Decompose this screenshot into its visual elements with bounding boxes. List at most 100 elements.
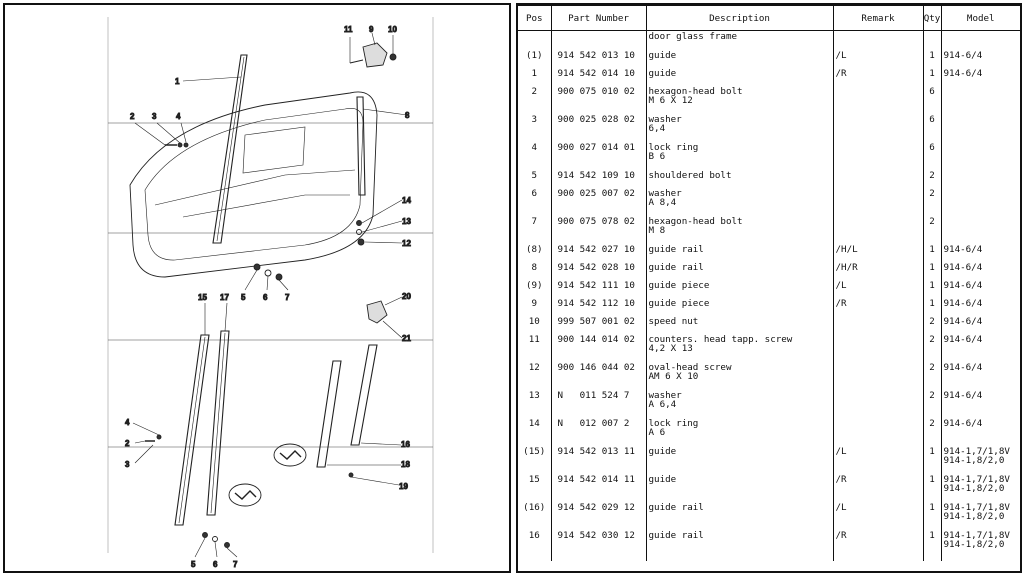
callout-4-lower: 4: [125, 418, 130, 427]
cell-description: guide: [645, 446, 833, 474]
cell-description: oval-head screw AM 6 X 10: [645, 362, 833, 390]
cell-remark: [832, 188, 923, 216]
cell-remark: /R: [832, 530, 923, 561]
cell-remark: /L: [832, 280, 923, 298]
cell-model: 914-1,7/1,8V 914-1,8/2,0: [940, 474, 1020, 502]
callout-10: 10: [388, 25, 397, 34]
callout-6: 6: [263, 293, 268, 302]
cell-model: 914-6/4: [940, 50, 1020, 68]
cell-part-number: 900 075 010 02: [550, 86, 646, 114]
table-header: Pos Part Number Description Remark Qty M…: [518, 5, 1020, 31]
cell-model: 914-6/4: [940, 334, 1020, 362]
cell-part-number: 914 542 014 11: [550, 474, 646, 502]
cell-part-number: 900 144 014 02: [550, 334, 646, 362]
cell-qty: 6: [922, 86, 941, 114]
cell-model: 914-6/4: [940, 390, 1020, 418]
cell-part-number: 900 025 007 02: [550, 188, 646, 216]
header-description: Description: [645, 5, 833, 31]
cell-model: 914-6/4: [940, 280, 1020, 298]
cell-model: [940, 114, 1020, 142]
cell-remark: [832, 86, 923, 114]
cell-model: 914-6/4: [940, 68, 1020, 86]
cell-pos: (1): [525, 50, 543, 61]
cell-qty: 1: [922, 244, 941, 262]
parts-list-panel: Pos Part Number Description Remark Qty M…: [516, 3, 1022, 573]
callout-11: 11: [344, 25, 353, 34]
cell-pos: 6: [531, 188, 538, 199]
guide-rail-18-drawing: [316, 360, 342, 468]
cell-description: guide piece: [645, 298, 833, 316]
cell-part-number: 914 542 014 10: [550, 68, 646, 86]
cell-description: hexagon-head bolt M 6 X 12: [645, 86, 833, 114]
cell-qty: 1: [922, 50, 941, 68]
callout-19: 19: [399, 482, 408, 491]
cell-remark: [832, 316, 923, 334]
table-row: door glass frame: [518, 30, 1020, 50]
cell-description: washer A 8,4: [645, 188, 833, 216]
cell-pos: 15: [528, 474, 540, 485]
cell-part-number: [550, 30, 646, 50]
cell-remark: [832, 334, 923, 362]
cell-pos: (8): [525, 244, 543, 255]
cell-qty: [922, 30, 941, 50]
cell-remark: /R: [832, 474, 923, 502]
cell-part-number: 914 542 027 10: [550, 244, 646, 262]
guide-rail-8-drawing: [356, 96, 366, 196]
cell-qty: 2: [922, 216, 941, 244]
guide-15-drawing: [174, 334, 210, 526]
cell-model: [940, 142, 1020, 170]
cell-part-number: 914 542 013 10: [550, 50, 646, 68]
cell-remark: /R: [832, 298, 923, 316]
cell-description: counters. head tapp. screw 4,2 X 13: [645, 334, 833, 362]
callout-5: 5: [241, 293, 246, 302]
header-remark: Remark: [832, 5, 923, 31]
cell-remark: /H/L: [832, 244, 923, 262]
cell-pos: 14: [528, 418, 540, 429]
cell-qty: 2: [922, 170, 941, 188]
cell-model: [940, 188, 1020, 216]
cell-remark: [832, 418, 923, 446]
cell-model: 914-1,7/1,8V 914-1,8/2,0: [940, 446, 1020, 474]
cell-description: guide rail: [645, 502, 833, 530]
cell-pos: 13: [528, 390, 540, 401]
cell-description: hexagon-head bolt M 8: [645, 216, 833, 244]
cell-model: 914-1,7/1,8V 914-1,8/2,0: [940, 530, 1020, 561]
cell-model: 914-6/4: [940, 418, 1020, 446]
cell-pos: 16: [528, 530, 540, 541]
cell-part-number: 900 075 078 02: [550, 216, 646, 244]
callout-9: 9: [369, 25, 374, 34]
cell-model: 914-6/4: [940, 244, 1020, 262]
callout-17: 17: [220, 293, 229, 302]
cell-description: guide rail: [645, 530, 833, 561]
cell-remark: [832, 30, 923, 50]
callout-4: 4: [176, 112, 181, 121]
cell-part-number: 900 027 014 01: [550, 142, 646, 170]
parts-table: Pos Part Number Description Remark Qty M…: [518, 5, 1020, 561]
cell-qty: 1: [922, 298, 941, 316]
cell-description: guide: [645, 50, 833, 68]
cell-pos: 2: [531, 86, 538, 97]
cell-qty: 1: [922, 530, 941, 561]
cell-pos: 1: [531, 68, 538, 79]
cell-part-number: N 011 524 7: [550, 390, 646, 418]
cell-remark: [832, 142, 923, 170]
callout-21: 21: [402, 334, 411, 343]
cell-model: [940, 86, 1020, 114]
callout-1: 1: [175, 77, 180, 86]
cell-part-number: 914 542 028 10: [550, 262, 646, 280]
cell-description: speed nut: [645, 316, 833, 334]
cell-remark: [832, 170, 923, 188]
cell-description: guide: [645, 68, 833, 86]
cell-description: guide rail: [645, 244, 833, 262]
cell-qty: 1: [922, 280, 941, 298]
cell-model: 914-6/4: [940, 298, 1020, 316]
